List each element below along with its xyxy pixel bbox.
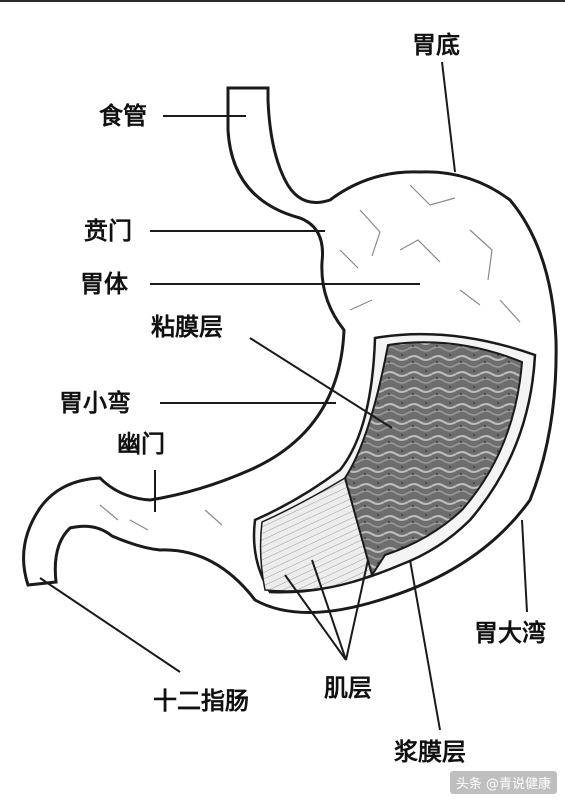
muscle-layer-region [259, 476, 373, 592]
label-duodenum: 十二指肠 [153, 687, 249, 715]
label-greater-curvature: 胃大湾 [474, 619, 546, 647]
label-serosa: 浆膜层 [394, 738, 466, 766]
label-mucosa: 粘膜层 [151, 313, 223, 341]
label-body: 胃体 [80, 270, 128, 298]
label-lesser-curvature: 胃小弯 [59, 389, 131, 417]
leader-lines [39, 61, 528, 731]
watermark: 头条 @青说健康 [449, 771, 557, 794]
label-cardia: 贲门 [84, 217, 132, 245]
label-fundus: 胃底 [412, 31, 460, 59]
surface-vessels [99, 184, 521, 531]
mucosa-region [343, 341, 524, 578]
label-esophagus: 食管 [99, 102, 147, 130]
label-pylorus: 幽门 [117, 430, 165, 458]
top-border [0, 0, 565, 2]
label-muscularis: 肌层 [324, 674, 372, 702]
